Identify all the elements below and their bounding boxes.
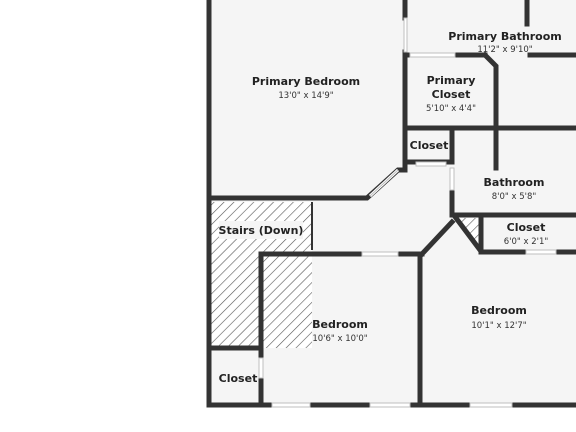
room-name: Primary Bathroom — [448, 30, 561, 43]
walls — [206, 0, 576, 408]
room-name: Bedroom — [312, 318, 368, 331]
room-name: Closet — [410, 139, 449, 152]
room-dimensions: 6'0" x 2'1" — [504, 237, 549, 247]
room-linen-closet: Closet 6'0" x 2'1" — [504, 221, 549, 247]
room-primary-bedroom: Primary Bedroom 13'0" x 14'9" — [252, 75, 360, 101]
stairs-label-bg — [219, 221, 303, 239]
room-name: Closet — [507, 221, 546, 234]
room-bottom-closet: Closet — [219, 372, 258, 385]
room-bathroom: Bathroom 8'0" x 5'8" — [484, 176, 545, 202]
room-dimensions: 11'2" x 9'10" — [477, 45, 532, 55]
room-name-line2: Closet — [432, 88, 471, 101]
room-name: Bedroom — [471, 304, 527, 317]
room-name: Primary Bedroom — [252, 75, 360, 88]
room-bedroom-left: Bedroom 10'6" x 10'0" — [312, 318, 368, 344]
openings — [258, 17, 557, 408]
room-name: Closet — [219, 372, 258, 385]
room-dimensions: 5'10" x 4'4" — [426, 104, 476, 114]
room-dimensions: 10'1" x 12'7" — [471, 321, 526, 331]
room-dimensions: 8'0" x 5'8" — [492, 192, 537, 202]
room-bedroom-right: Bedroom 10'1" x 12'7" — [471, 304, 527, 331]
room-hall-closet: Closet — [410, 139, 449, 152]
room-primary-bathroom: Primary Bathroom 11'2" x 9'10" — [448, 30, 561, 55]
room-name: Bathroom — [484, 176, 545, 189]
room-name-line1: Primary — [427, 74, 476, 87]
room-name: Stairs (Down) — [219, 224, 304, 237]
room-stairs: Stairs (Down) — [219, 224, 304, 237]
room-primary-closet: Primary Closet 5'10" x 4'4" — [426, 74, 476, 114]
room-dimensions: 10'6" x 10'0" — [312, 334, 367, 344]
room-dimensions: 13'0" x 14'9" — [278, 91, 333, 101]
